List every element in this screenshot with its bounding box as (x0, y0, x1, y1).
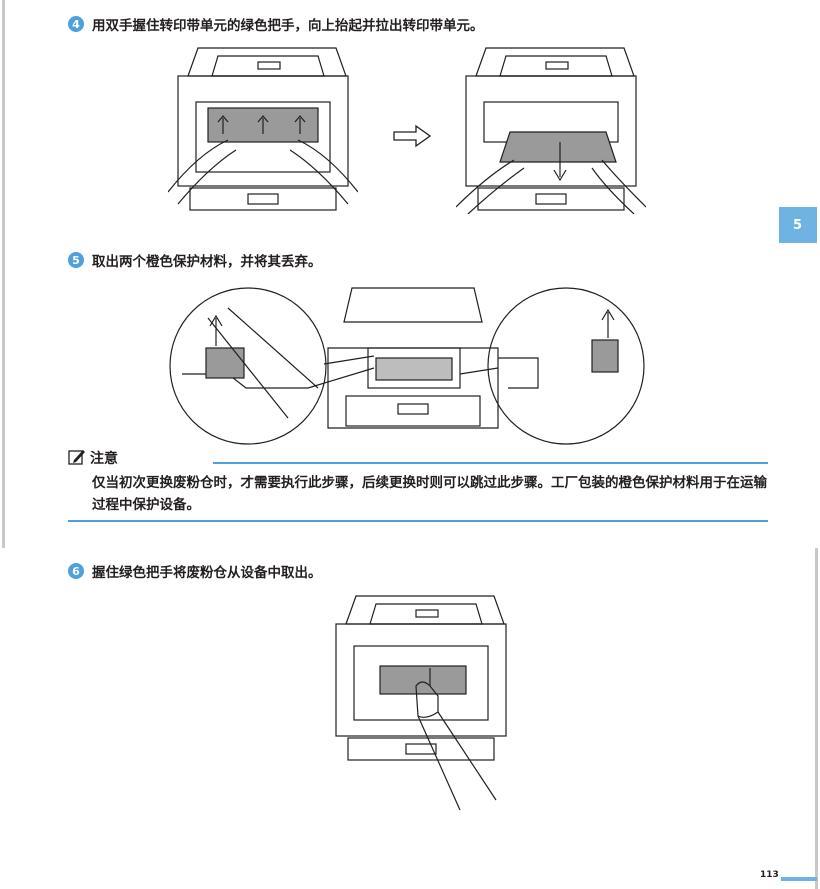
printer-illustration-right (456, 47, 646, 214)
note-header: 注意 (68, 448, 768, 470)
printer-illustration-left (168, 47, 358, 211)
right-arrow-icon (393, 124, 432, 148)
chapter-tab: 5 (779, 207, 817, 243)
page-footer-bar (781, 877, 817, 881)
step-5: 5 取出两个橙色保护材料，并将其丢弃。 (68, 250, 322, 270)
step-number: 6 (68, 563, 84, 579)
step-6: 6 握住绿色把手将废粉仓从设备中取出。 (68, 561, 322, 581)
note-bottom-divider (68, 520, 768, 522)
step-number: 5 (68, 252, 84, 268)
left-margin-bar (2, 0, 5, 548)
step-4: 4 用双手握住转印带单元的绿色把手，向上抬起并拉出转印带单元。 (68, 14, 484, 34)
note-title: 注意 (90, 451, 118, 467)
pencil-note-icon (68, 450, 85, 465)
right-margin-bar (815, 548, 818, 889)
step-text: 取出两个橙色保护材料，并将其丢弃。 (92, 254, 322, 270)
protective-material-illustration (169, 287, 645, 445)
step-number: 4 (68, 16, 84, 32)
note-text: 仅当初次更换废粉仓时，才需要执行此步骤，后续更换时则可以跳过此步骤。工厂包装的橙… (92, 475, 767, 513)
note-divider (213, 462, 768, 464)
step-text: 握住绿色把手将废粉仓从设备中取出。 (92, 565, 322, 581)
step-text: 用双手握住转印带单元的绿色把手，向上抬起并拉出转印带单元。 (92, 18, 484, 34)
waste-toner-box-illustration (335, 595, 507, 811)
page-number: 113 (760, 870, 779, 880)
